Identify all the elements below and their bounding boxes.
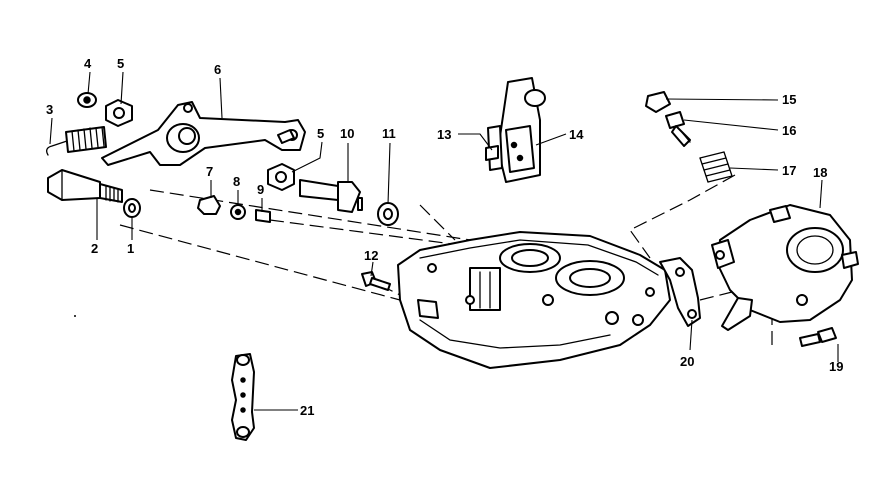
callout-21: 21 <box>300 403 314 418</box>
callout-17: 17 <box>782 163 796 178</box>
part-5-nut-upper <box>105 99 133 127</box>
callout-labels: 4 5 3 6 5 10 11 7 8 9 2 1 12 13 14 15 16… <box>46 56 843 418</box>
part-14-choke-bracket <box>497 77 546 183</box>
part-13-clip <box>485 125 503 171</box>
part-20-bracket <box>659 257 701 327</box>
callout-9: 9 <box>257 182 264 197</box>
callout-7: 7 <box>206 164 213 179</box>
callout-16: 16 <box>782 123 796 138</box>
part-carburetor-body <box>397 231 671 369</box>
part-4-washer <box>77 92 97 108</box>
callout-6: 6 <box>214 62 221 77</box>
alignment-lines <box>119 174 773 345</box>
callout-10: 10 <box>340 126 354 141</box>
part-16-needle <box>665 111 691 147</box>
callout-8: 8 <box>233 174 240 189</box>
part-7-screw <box>197 195 221 215</box>
part-17-spring <box>699 151 733 183</box>
callout-19: 19 <box>829 359 843 374</box>
part-1-washer <box>123 198 141 218</box>
part-9-screw <box>255 209 271 223</box>
callout-1: 1 <box>127 241 134 256</box>
part-15-cap <box>645 91 671 113</box>
part-8-washer <box>230 204 246 220</box>
part-12-screw <box>361 271 391 291</box>
part-21-linkage-rod <box>231 353 255 441</box>
callout-18: 18 <box>813 165 827 180</box>
part-18-choke-housing <box>711 204 859 331</box>
part-6-throttle-lever <box>101 101 306 166</box>
callout-20: 20 <box>680 354 694 369</box>
part-5-nut-lower <box>267 163 295 191</box>
part-3-spring <box>46 126 107 156</box>
part-11-lock-washer <box>377 202 399 226</box>
callout-2: 2 <box>91 241 98 256</box>
stray-dot <box>74 315 76 317</box>
callout-5-upper: 5 <box>117 56 124 71</box>
part-2-screw <box>47 169 123 203</box>
callout-4: 4 <box>84 56 92 71</box>
callout-5-lower: 5 <box>317 126 324 141</box>
callout-13: 13 <box>437 127 451 142</box>
callout-11: 11 <box>382 126 396 141</box>
part-19-screw <box>799 327 837 347</box>
callout-12: 12 <box>364 248 378 263</box>
part-10-shaft <box>299 179 363 213</box>
leader-lines <box>49 71 839 411</box>
callout-15: 15 <box>782 92 796 107</box>
callout-14: 14 <box>569 127 584 142</box>
callout-3: 3 <box>46 102 53 117</box>
